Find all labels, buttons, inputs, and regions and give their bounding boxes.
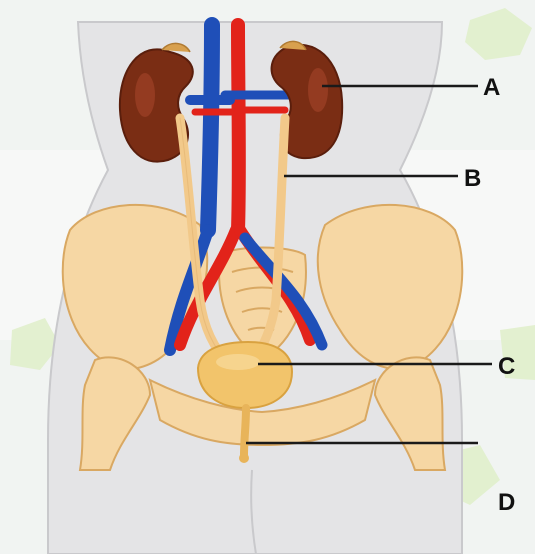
- urethra-end: [239, 453, 249, 463]
- vena-cava: [208, 25, 212, 230]
- bladder-highlight: [216, 354, 260, 370]
- right-kidney-highlight: [308, 68, 328, 112]
- label-d: D: [498, 489, 515, 516]
- bladder: [198, 342, 292, 408]
- label-b: B: [464, 165, 481, 192]
- aorta: [238, 25, 239, 230]
- left-kidney-highlight: [135, 73, 155, 117]
- label-a: A: [483, 74, 500, 101]
- label-c: C: [498, 353, 515, 380]
- urethra: [244, 408, 246, 455]
